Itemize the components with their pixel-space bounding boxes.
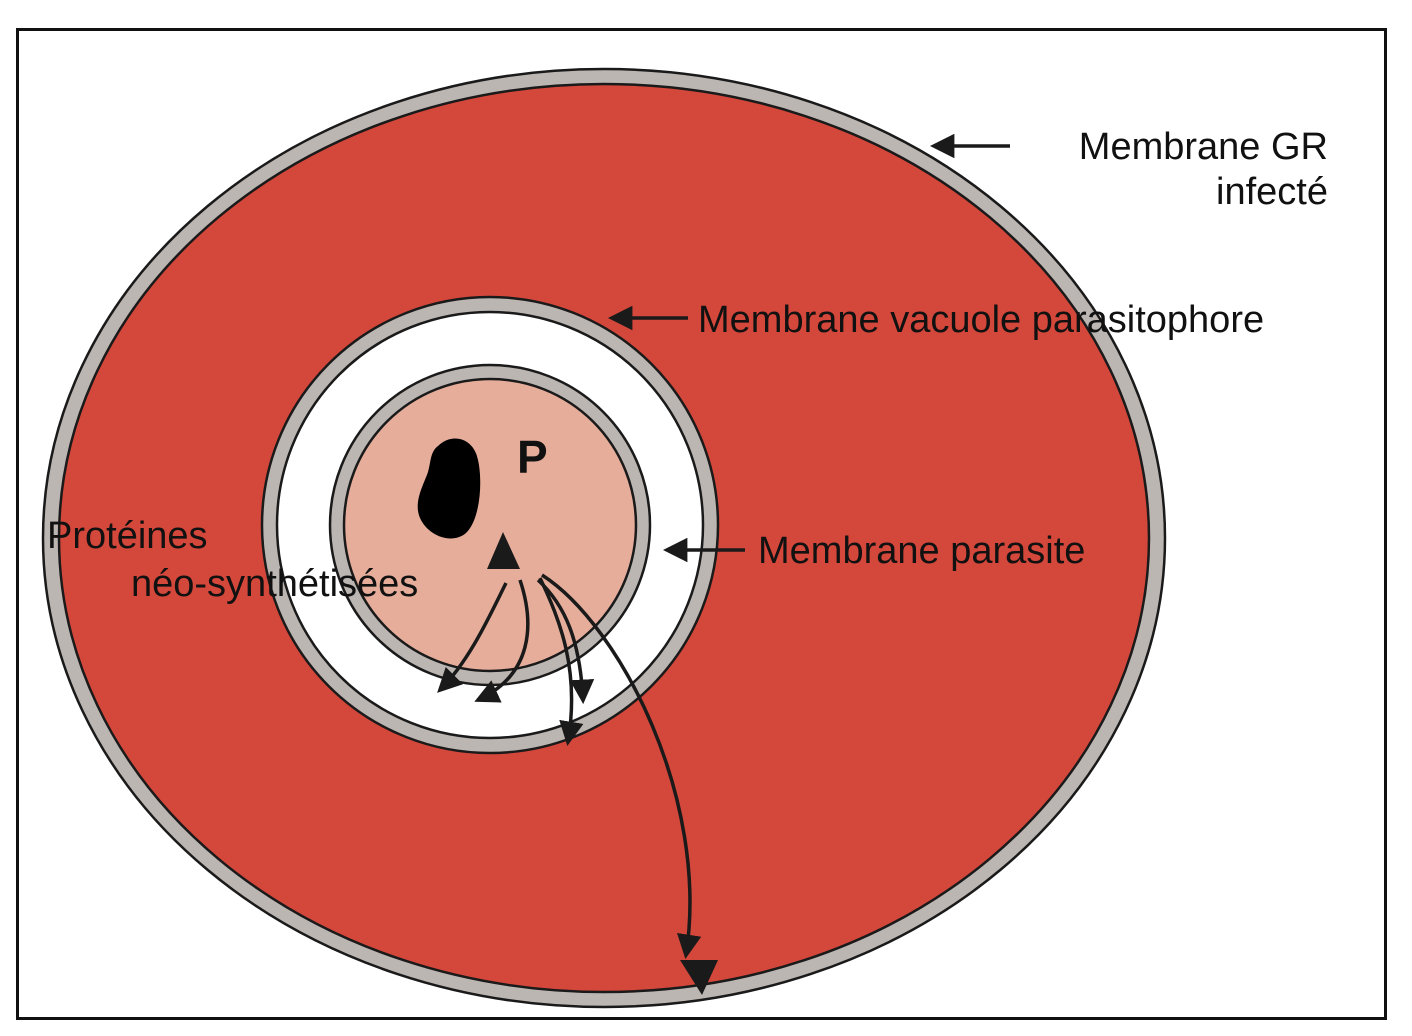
arrow-to-parasite-membrane-bottom — [474, 579, 530, 703]
arrow-to-parasite-membrane-left — [437, 582, 508, 693]
label-rbc-membrane-line1: Membrane GR — [1079, 126, 1328, 168]
arrowhead-rbc-membrane — [680, 960, 718, 995]
label-parasite-membrane: Membrane parasite — [758, 530, 1085, 572]
label-parasite-letter: P — [517, 431, 548, 483]
arrow-to-vacuole-membrane — [538, 577, 584, 747]
label-vacuole-membrane: Membrane vacuole parasitophore — [698, 299, 1264, 341]
arrow-to-rbc-membrane-inner — [541, 573, 702, 960]
parasite-body — [342, 377, 638, 673]
parasite-nucleus — [417, 438, 481, 539]
label-rbc-membrane-line2: infecté — [1216, 171, 1328, 213]
label-proteins-line2: néo-synthétisées — [131, 563, 418, 605]
protein-marker-triangle — [487, 532, 520, 569]
figure-frame — [16, 28, 1387, 1020]
label-proteins-line1: Protéines — [47, 515, 208, 557]
